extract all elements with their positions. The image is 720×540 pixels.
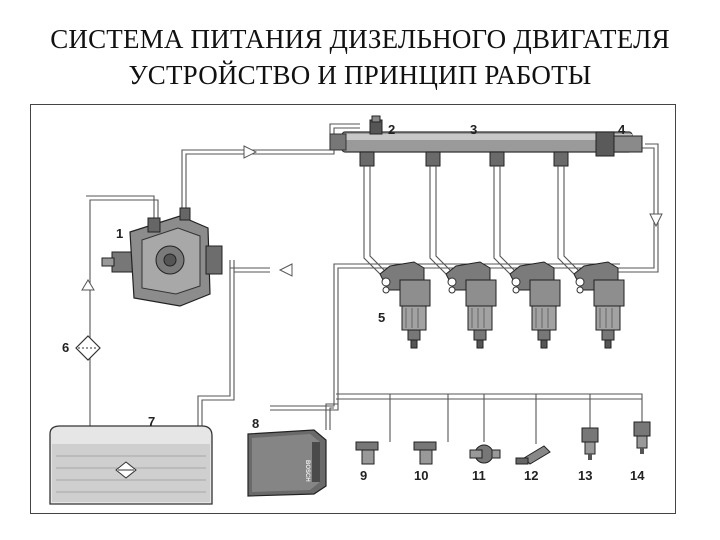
ecu-control-unit: BOSCH: [247, 429, 327, 497]
sensor-13: [581, 427, 599, 460]
ecu-brand-label: BOSCH: [304, 460, 310, 482]
label-sensor-13: 13: [578, 468, 592, 483]
injector-3: [509, 261, 561, 349]
label-sensor-12: 12: [524, 468, 538, 483]
label-tank: 7: [148, 414, 155, 429]
fuel-lines: [86, 123, 659, 454]
high-pressure-pump: [101, 207, 223, 307]
flow-arrows: [81, 145, 663, 291]
injector-4: [573, 261, 625, 349]
sensor-14: [633, 421, 651, 454]
sensor-12: [515, 445, 551, 465]
label-sensor-14: 14: [630, 468, 645, 483]
fuel-filter: [75, 335, 101, 361]
sensor-9: [355, 441, 379, 465]
injector-2: [445, 261, 497, 349]
fuel-system-diagram: BOSCH 1 2 3 4 5 6 7 8 9 10 11 12 13 14: [30, 104, 676, 514]
label-sensor-11: 11: [472, 468, 486, 483]
high-pressure-pipes: [363, 166, 581, 275]
label-rail: 3: [470, 122, 477, 137]
fuel-tank: [49, 425, 213, 505]
page-title: СИСТЕМА ПИТАНИЯ ДИЗЕЛЬНОГО ДВИГАТЕЛЯ: [50, 24, 670, 54]
injector-1: [379, 261, 431, 349]
label-pump: 1: [116, 226, 123, 241]
label-pressure-valve: 4: [618, 122, 626, 137]
label-sensor-10: 10: [414, 468, 428, 483]
label-injector: 5: [378, 310, 385, 325]
label-filter: 6: [62, 340, 69, 355]
label-ecu: 8: [252, 416, 259, 431]
sensor-11: [469, 444, 501, 464]
pressure-control-valve: [595, 131, 643, 157]
common-rail: [329, 131, 633, 167]
rail-pressure-sensor: [369, 115, 383, 135]
injectors: [379, 261, 625, 349]
sensor-10: [413, 441, 437, 465]
page-subtitle: УСТРОЙСТВО И ПРИНЦИП РАБОТЫ: [128, 60, 592, 90]
label-pressure-sensor: 2: [388, 122, 395, 137]
label-sensor-9: 9: [360, 468, 367, 483]
